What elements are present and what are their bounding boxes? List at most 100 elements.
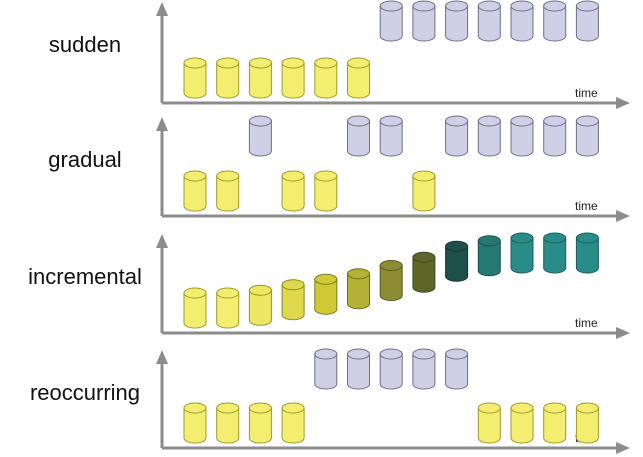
data-cylinder (183, 170, 207, 212)
panel-label-incremental: incremental (28, 264, 142, 289)
cylinder-body (314, 353, 338, 390)
data-cylinder (314, 57, 338, 99)
data-cylinder (379, 260, 403, 301)
cylinder-top (314, 348, 338, 360)
data-cylinder (543, 0, 567, 42)
cylinder-body (543, 407, 567, 444)
cylinder-body (347, 273, 370, 310)
cylinder-top (183, 287, 207, 299)
data-cylinder (575, 232, 599, 274)
cylinder-top (248, 402, 272, 414)
cylinder-body (379, 353, 403, 390)
panel-graphic-incremental: time (156, 232, 630, 339)
cylinder-body (510, 5, 534, 42)
cylinder-top (216, 170, 240, 182)
cylinder-body (445, 5, 469, 42)
cylinder-top (477, 402, 501, 414)
cylinder-top (477, 115, 501, 127)
cylinder-body (477, 120, 501, 157)
data-cylinder (216, 287, 240, 329)
y-axis-arrow (156, 350, 168, 364)
data-cylinder (510, 402, 534, 444)
cylinder-body (412, 353, 436, 390)
cylinder-top (575, 115, 599, 127)
cylinder-top (281, 279, 305, 291)
data-cylinder (379, 115, 403, 157)
data-cylinder (216, 170, 240, 212)
cylinder-body (412, 256, 436, 293)
cylinder-body (281, 284, 305, 321)
data-cylinder (445, 348, 469, 390)
y-axis-arrow (156, 117, 168, 131)
cylinder-body (510, 407, 534, 444)
cylinder-body (347, 62, 370, 99)
data-cylinder (248, 115, 272, 157)
cylinder-body (216, 292, 240, 329)
panel-graphic-gradual: time (156, 115, 630, 222)
cylinder-top (347, 268, 370, 280)
cylinder-body (379, 265, 403, 301)
cylinder-body (281, 62, 305, 99)
cylinder-top (510, 232, 534, 244)
cylinder-top (248, 57, 272, 69)
data-cylinder (445, 115, 469, 157)
cylinder-top (412, 0, 436, 12)
data-cylinder (281, 57, 305, 99)
cylinder-body (314, 175, 338, 212)
data-cylinder (477, 235, 501, 277)
cylinder-body (347, 120, 370, 157)
panel-graphic-sudden: time (156, 0, 630, 109)
cylinder-top (575, 402, 599, 414)
data-cylinder (281, 170, 305, 212)
cylinder-body (183, 175, 207, 212)
cylinder-body (575, 120, 599, 157)
cylinder-top (379, 348, 403, 360)
cylinder-top (543, 402, 567, 414)
data-cylinder (477, 402, 501, 444)
cylinder-top (575, 232, 599, 244)
cylinder-top (575, 0, 599, 12)
cylinder-body (445, 120, 469, 157)
cylinder-body (281, 407, 305, 444)
data-cylinder (183, 402, 207, 444)
cylinder-body (347, 353, 370, 390)
cylinder-body (183, 62, 207, 99)
data-cylinder (510, 115, 534, 157)
axis-label-time: time (575, 86, 598, 100)
cylinder-body (477, 240, 501, 277)
data-cylinder (314, 170, 338, 212)
cylinder-body (575, 407, 599, 444)
data-cylinder (347, 115, 370, 157)
cylinder-top (445, 115, 469, 127)
cylinder-top (281, 402, 305, 414)
data-cylinder (379, 348, 403, 390)
x-axis-arrow (616, 210, 630, 222)
cylinder-top (216, 287, 240, 299)
cylinder-top (510, 115, 534, 127)
cylinder-body (216, 175, 240, 212)
cylinder-top (314, 170, 338, 182)
cylinder-top (281, 170, 305, 182)
cylinder-top (445, 240, 469, 252)
axis-label-time: time (575, 316, 598, 330)
cylinder-body (248, 289, 272, 326)
cylinder-body (575, 237, 599, 274)
cylinder-body (575, 5, 599, 42)
cylinder-top (248, 115, 272, 127)
cylinder-top (314, 273, 338, 285)
data-cylinder (379, 0, 403, 42)
cylinder-top (347, 115, 370, 127)
cylinder-top (412, 251, 436, 263)
cylinder-top (412, 348, 436, 360)
cylinder-top (412, 170, 436, 182)
cylinder-body (216, 407, 240, 444)
cylinder-body (445, 353, 469, 390)
data-cylinder (543, 115, 567, 157)
cylinder-body (412, 175, 436, 212)
data-cylinder (281, 402, 305, 444)
x-axis-arrow (616, 327, 630, 339)
cylinder-top (477, 0, 501, 12)
cylinder-top (281, 57, 305, 69)
panel-label-reoccurring: reoccurring (29, 380, 141, 405)
